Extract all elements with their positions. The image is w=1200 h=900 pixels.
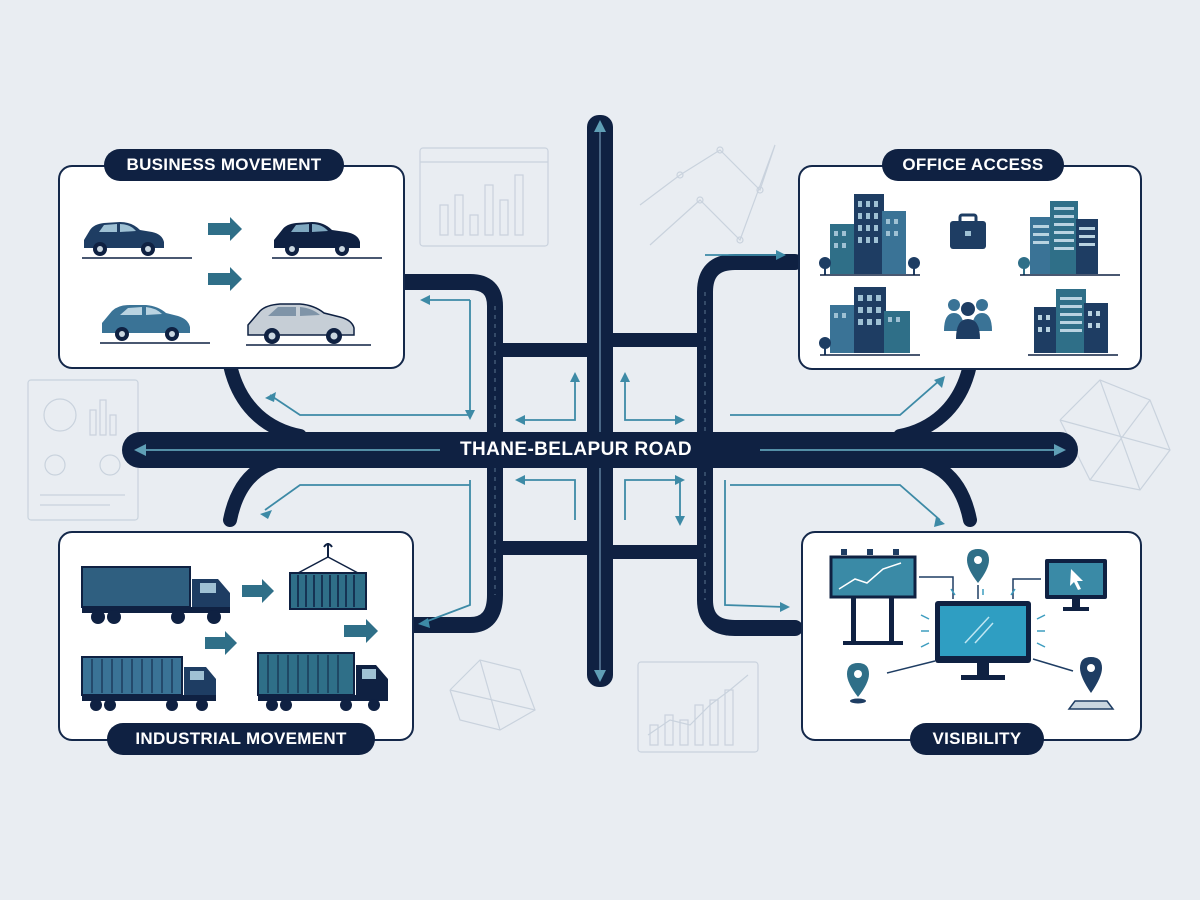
location-pin-icon — [967, 549, 989, 583]
monitor-icon — [920, 588, 1046, 680]
industrial-movement-panel — [58, 531, 414, 741]
shipping-container-icon — [289, 543, 367, 610]
road-label: THANE-BELAPUR ROAD — [452, 435, 701, 465]
industrial-icons — [81, 543, 388, 711]
arrow-right-icon — [208, 217, 242, 241]
visibility-icons — [829, 549, 1115, 710]
office-icons — [819, 194, 1120, 356]
location-pin-icon — [847, 663, 869, 704]
business-movement-label: BUSINESS MOVEMENT — [104, 149, 344, 181]
visibility-label: VISIBILITY — [910, 723, 1044, 755]
car-icon — [246, 303, 371, 346]
briefcase-icon — [950, 213, 986, 249]
background-decor — [27, 144, 1171, 753]
arrow-right-icon — [344, 619, 378, 643]
office-building-icon — [819, 194, 920, 276]
business-icons — [82, 217, 382, 346]
car-icon — [272, 222, 382, 259]
people-icon — [944, 299, 992, 339]
visibility-panel — [801, 531, 1142, 741]
monitor-icon — [1045, 559, 1107, 611]
location-pin-icon — [1067, 657, 1115, 710]
office-building-icon — [1018, 201, 1120, 276]
office-access-label: OFFICE ACCESS — [882, 149, 1064, 181]
arrow-right-icon — [205, 631, 237, 655]
car-icon — [82, 222, 192, 259]
office-access-panel — [798, 165, 1142, 370]
car-icon — [100, 305, 210, 344]
billboard-icon — [829, 549, 917, 645]
industrial-movement-label: INDUSTRIAL MOVEMENT — [107, 723, 375, 755]
truck-icon — [81, 566, 230, 624]
office-building-icon — [1028, 289, 1118, 356]
office-building-icon — [819, 287, 920, 356]
truck-icon — [81, 656, 216, 711]
arrow-right-icon — [208, 267, 242, 291]
truck-icon — [257, 652, 388, 711]
arrow-right-icon — [242, 579, 274, 603]
business-movement-panel — [58, 165, 405, 369]
